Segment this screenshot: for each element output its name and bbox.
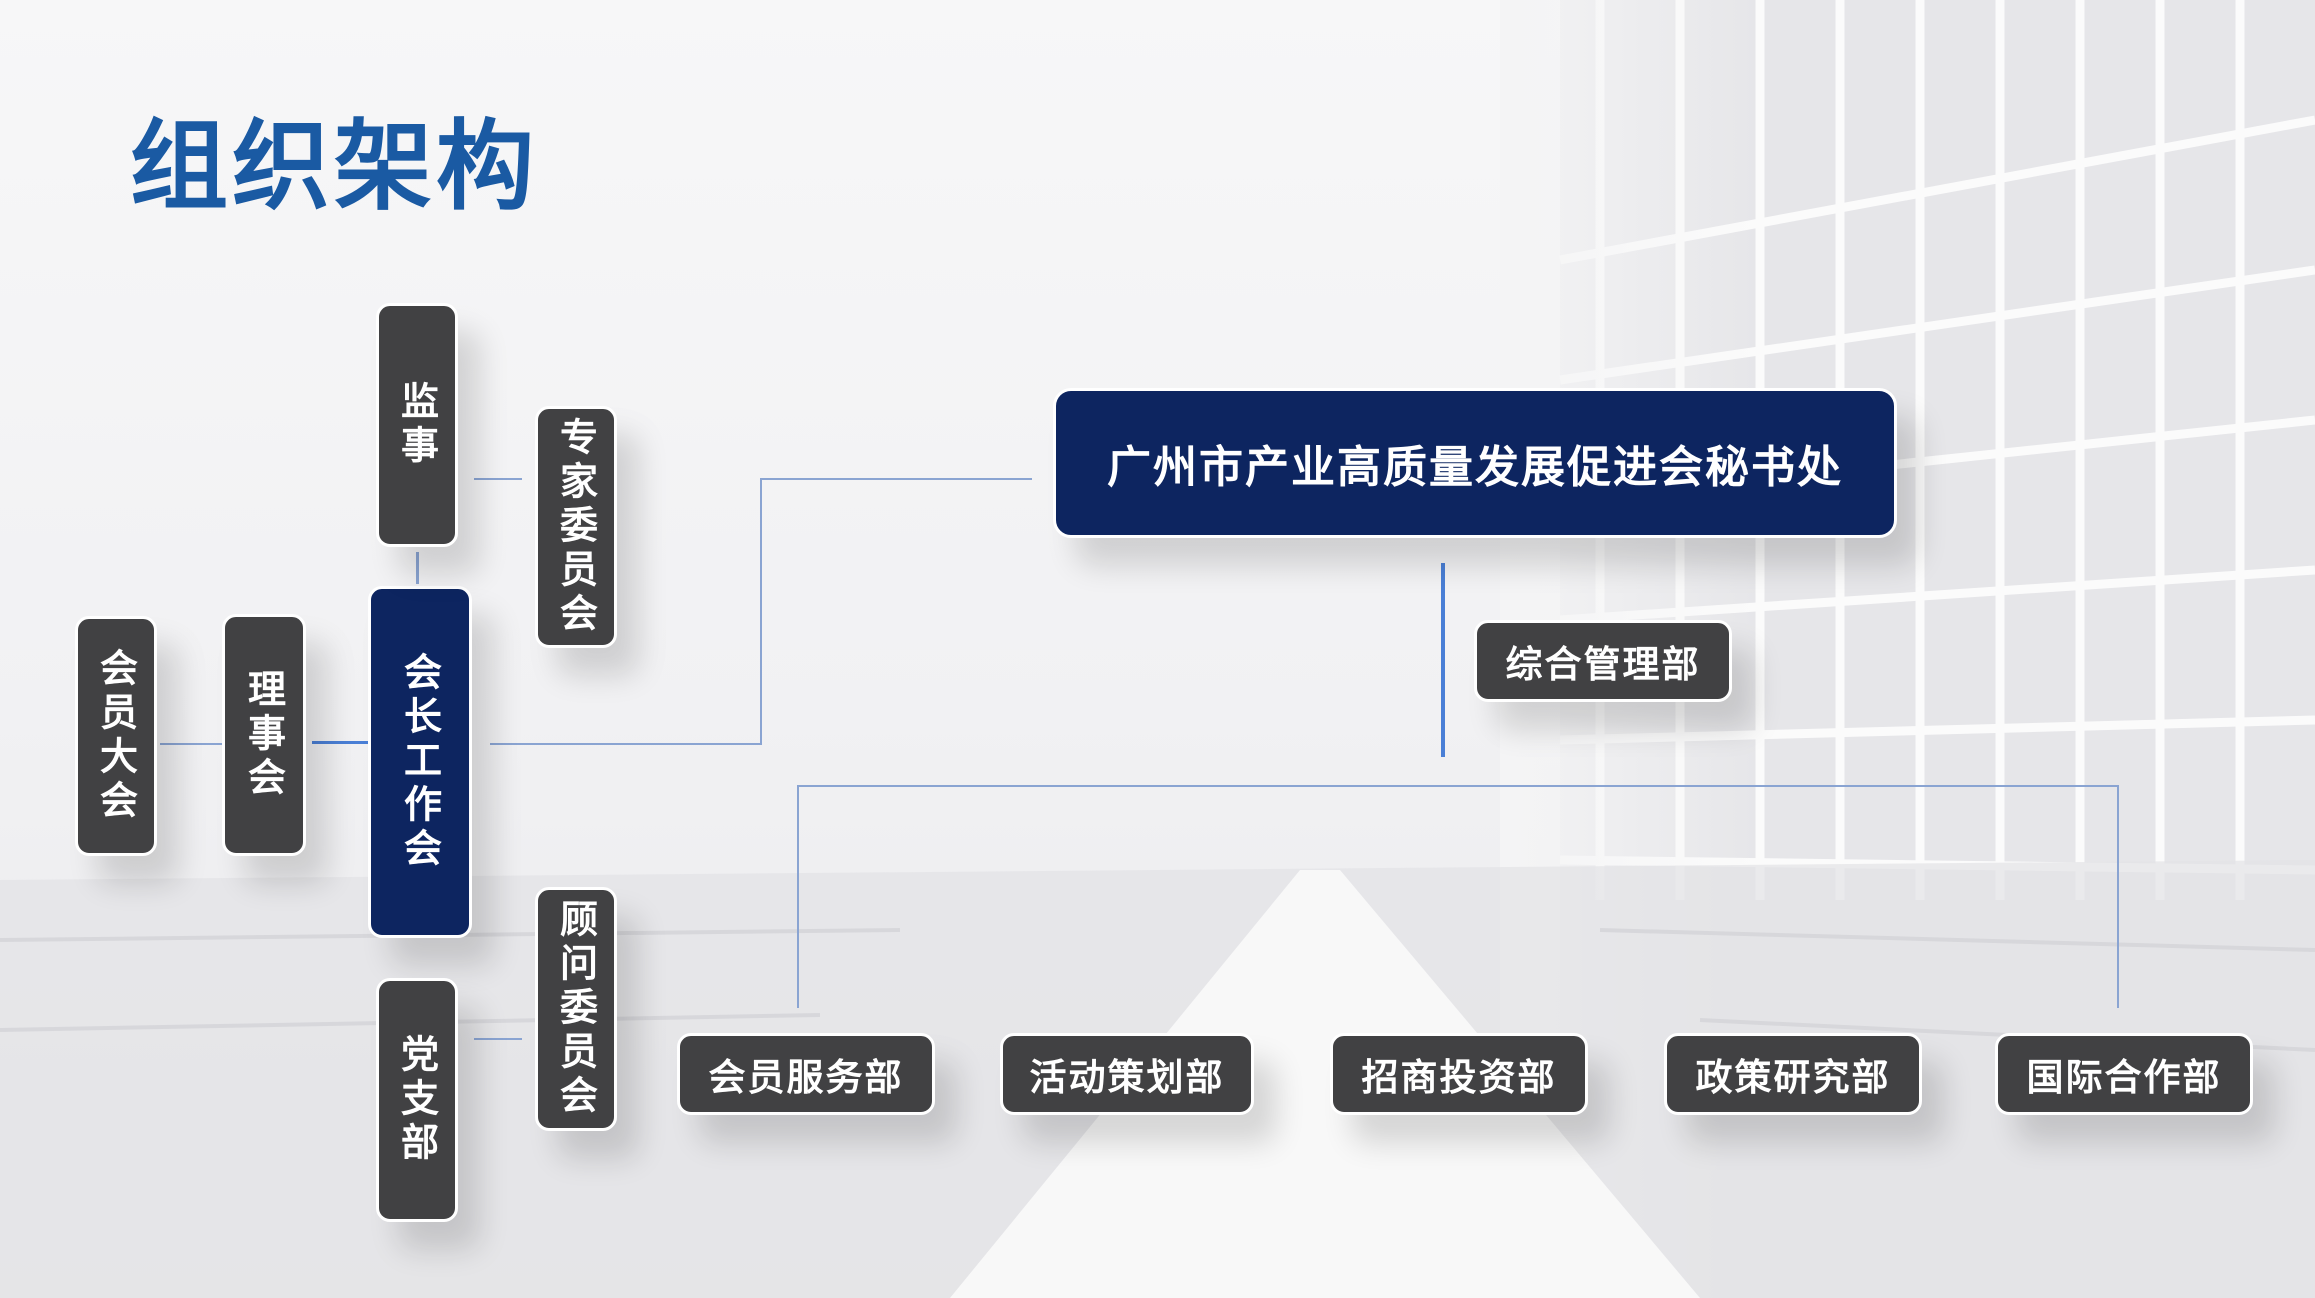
node-member-assembly: 会员大会	[75, 616, 157, 856]
node-party-branch: 党支部	[376, 978, 458, 1222]
node-department: 国际合作部	[1995, 1033, 2253, 1115]
connector	[474, 478, 522, 480]
node-secretariat: 广州市产业高质量发展促进会秘书处	[1053, 388, 1897, 538]
connector	[797, 785, 799, 1008]
connector	[2117, 785, 2119, 1008]
connector	[490, 743, 762, 745]
node-department: 会员服务部	[677, 1033, 935, 1115]
node-council: 理事会	[222, 614, 306, 856]
page-title: 组织架构	[130, 110, 539, 224]
connector	[797, 785, 2119, 787]
connector	[760, 478, 1032, 480]
node-department: 活动策划部	[1000, 1033, 1254, 1115]
node-general-management: 综合管理部	[1474, 620, 1732, 702]
node-supervisor: 监事	[376, 303, 458, 547]
connector	[760, 478, 762, 745]
connector	[1441, 563, 1445, 757]
node-advisory-committee: 顾问委员会	[535, 887, 617, 1131]
node-department: 政策研究部	[1664, 1033, 1922, 1115]
node-department: 招商投资部	[1330, 1033, 1588, 1115]
connector	[474, 1038, 522, 1040]
connector	[416, 552, 419, 584]
node-expert-committee: 专家委员会	[535, 406, 617, 648]
node-president-meeting: 会长工作会	[368, 586, 472, 938]
connector	[312, 741, 372, 744]
connector	[160, 743, 226, 745]
